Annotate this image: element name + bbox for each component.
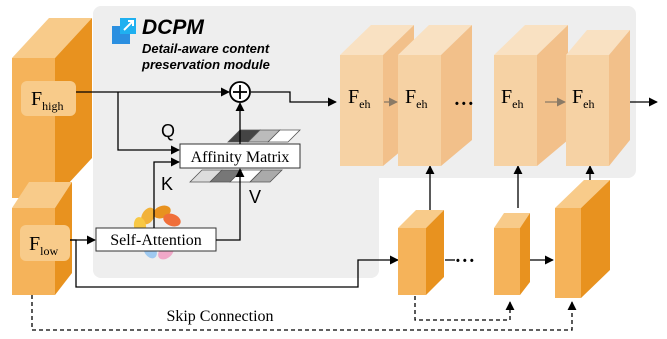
decoder-ellipsis: • • • (456, 255, 474, 267)
feh-ellipsis: • • • (455, 98, 473, 110)
feh-block-3: Feh (494, 25, 568, 166)
feh-block-4: Feh (566, 30, 630, 166)
self-attention-label: Self-Attention (110, 232, 202, 249)
q-label: Q (161, 121, 175, 141)
affinity-matrix-label: Affinity Matrix (191, 149, 290, 166)
f-low-block: Flow (12, 182, 72, 295)
skip-connection-label: Skip Connection (166, 308, 273, 325)
dcpm-desc-line1: Detail-aware content (142, 41, 270, 56)
dcpm-desc-line2: preservation module (141, 57, 270, 72)
svg-text:Feh: Feh (405, 86, 427, 111)
svg-text:Feh: Feh (348, 86, 370, 111)
f-low-label: Flow (29, 233, 58, 258)
decoder-block-2 (494, 213, 530, 295)
affinity-matrix-box (179, 143, 301, 169)
svg-text:Feh: Feh (572, 86, 594, 111)
add-operator-icon (229, 81, 251, 103)
affinity-grid-icon (189, 129, 301, 183)
feh-block-2: Feh (398, 25, 472, 166)
decoder-block-1 (398, 210, 444, 295)
svg-text:Feh: Feh (501, 86, 523, 111)
dcpm-title: DCPM (142, 16, 204, 39)
f-high-block: Fhigh (12, 18, 92, 198)
v-label: V (249, 187, 261, 207)
decoder-block-3 (555, 180, 610, 298)
k-label: K (161, 174, 173, 194)
skip-connection-lines (31, 295, 577, 331)
dcpm-logo-icon (112, 18, 136, 44)
f-high-label: Fhigh (31, 88, 63, 113)
